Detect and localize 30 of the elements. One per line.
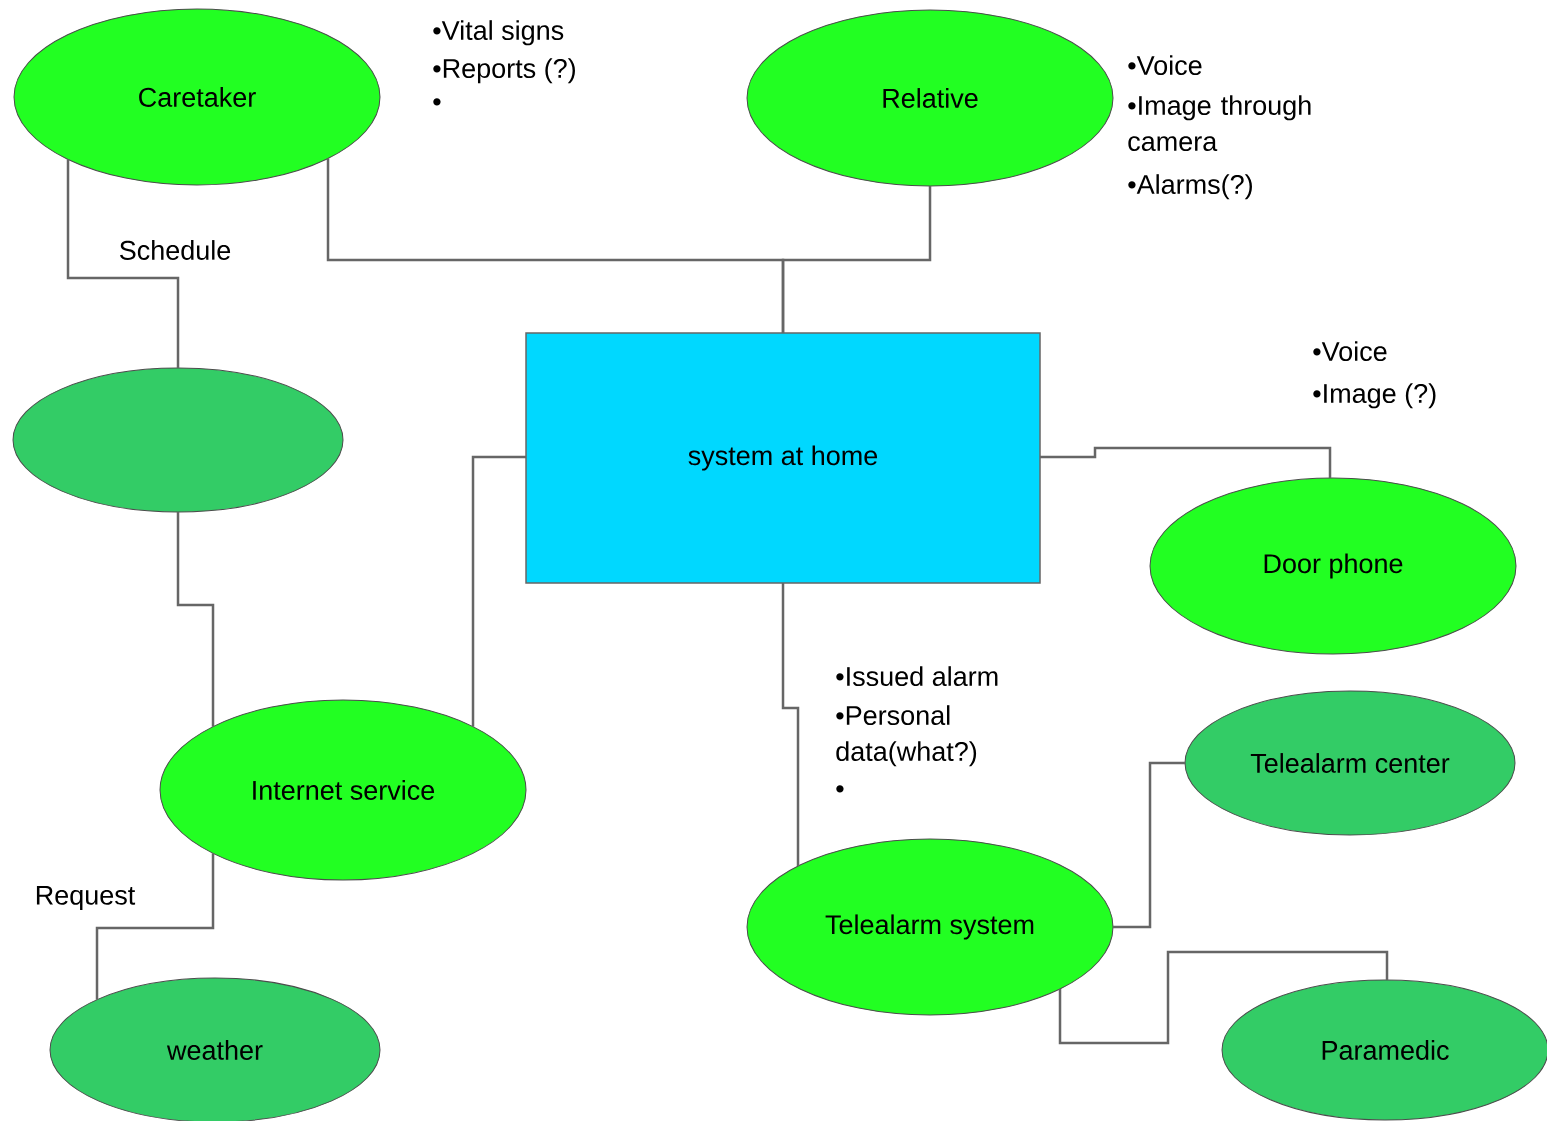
bullet-text: •Issued alarm	[836, 666, 998, 687]
ellipse-node	[12, 367, 344, 513]
bullet-text: •Vital signs	[433, 20, 564, 46]
ellipse-node: Internet service	[159, 699, 527, 881]
connector-line	[66, 159, 180, 368]
bullet-text: •	[433, 98, 441, 106]
ellipse-node: Caretaker	[13, 8, 381, 186]
bullet-text: •Reports (?)	[433, 58, 575, 84]
bullet-text: •Voice	[1313, 341, 1387, 362]
ellipse-node: weather	[49, 977, 381, 1121]
ellipse-node: Door phone	[1149, 477, 1517, 655]
bullet-text: •Alarms(?)	[1128, 174, 1252, 200]
edge-label: Schedule	[117, 239, 233, 261]
connector-line	[176, 512, 215, 727]
ellipse-node: Telealarm center	[1184, 690, 1516, 836]
bullet-text: •	[836, 785, 844, 793]
connector-line	[1058, 950, 1389, 1045]
connector-line	[781, 186, 932, 333]
connector-line	[1040, 446, 1332, 478]
ellipse-node: Paramedic	[1221, 979, 1547, 1121]
connector-line	[781, 583, 800, 867]
bullet-text: •Personal data(what?)	[836, 705, 977, 767]
connector-line	[471, 455, 526, 727]
edge-label: Request	[33, 884, 137, 912]
system-box: system at home	[525, 332, 1041, 584]
ellipse-node: Relative	[746, 9, 1114, 187]
bullet-text: •Image (?)	[1313, 383, 1436, 409]
connector-line	[95, 853, 215, 1000]
ellipse-node: Telealarm system	[746, 838, 1114, 1016]
connector-line	[1113, 761, 1185, 929]
